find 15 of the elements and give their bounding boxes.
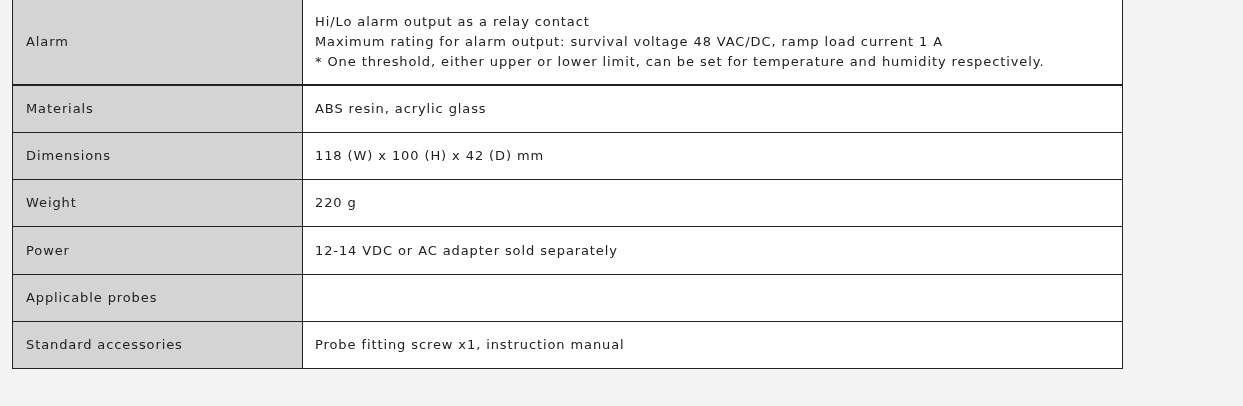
table-text: Materials <box>26 100 94 118</box>
table-text: 12-14 VDC or AC adapter sold separately <box>315 241 619 260</box>
table-text: 118 (W) x 100 (H) x 42 (D) mm <box>315 147 546 165</box>
table-text: Standard accessories <box>26 336 183 354</box>
table-text: Alarm <box>26 32 69 51</box>
table-text: * One threshold, either upper or lower limit, can be set for temperature and humidity respectively. <box>315 52 1046 71</box>
table-text: 220 g <box>315 194 358 212</box>
table-text: Probe fitting screw x1, instruction manual <box>315 336 626 354</box>
table-text: ABS resin, acrylic glass <box>315 100 488 118</box>
table-text: Weight <box>26 194 77 212</box>
table-text: Hi/Lo alarm output as a relay contact <box>315 12 591 31</box>
table-text: Dimensions <box>26 147 111 165</box>
table-text: Power <box>26 241 70 260</box>
table-text: Maximum rating for alarm output: survival voltage 48 VAC/DC, ramp load current 1 A <box>315 32 945 51</box>
table-text: Applicable probes <box>26 289 158 307</box>
